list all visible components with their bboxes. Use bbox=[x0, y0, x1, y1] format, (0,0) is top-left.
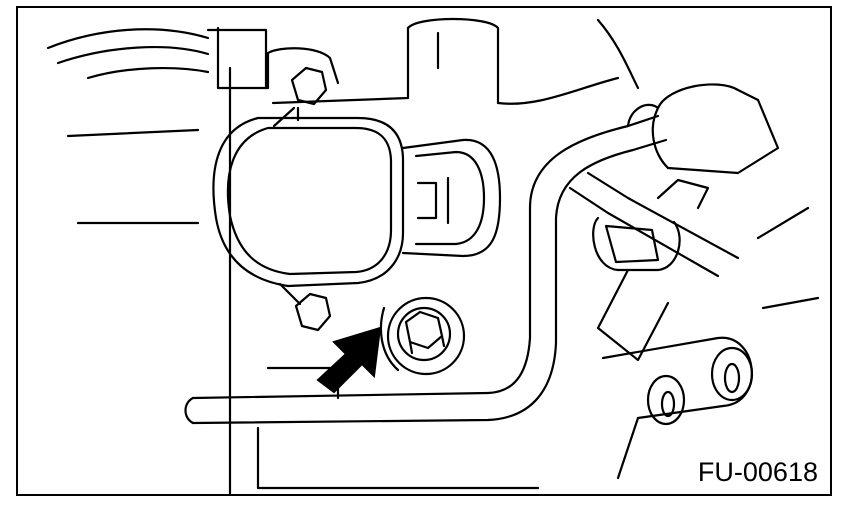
mounting-boss bbox=[601, 206, 820, 480]
coolant-pipe bbox=[184, 114, 668, 425]
injector-body bbox=[568, 171, 740, 362]
sensor-screw-top bbox=[272, 66, 328, 128]
pointer-arrow bbox=[316, 326, 382, 394]
hose-elbow bbox=[626, 83, 780, 175]
target-bolt bbox=[379, 296, 466, 376]
wiring-harness bbox=[46, 28, 210, 225]
sensor-connector bbox=[401, 138, 502, 258]
engine-illustration bbox=[46, 17, 820, 494]
throttle-position-sensor bbox=[212, 106, 405, 288]
figure-frame: FU-00618 bbox=[16, 6, 832, 496]
figure-code: FU-00618 bbox=[695, 457, 820, 488]
sensor-screw-bottom bbox=[278, 282, 332, 332]
